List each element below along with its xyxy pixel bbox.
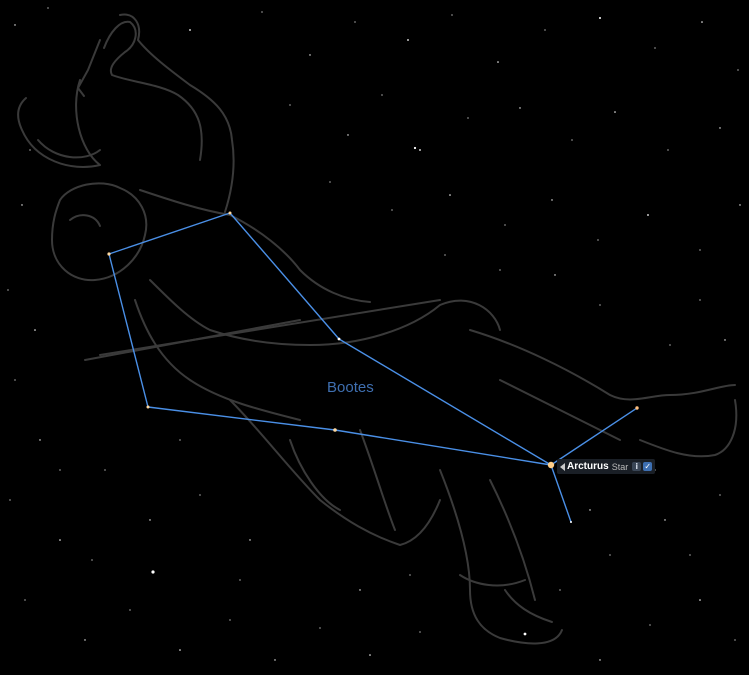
object-type: Star	[611, 461, 629, 472]
constellation-lines	[108, 212, 638, 523]
star	[228, 211, 232, 215]
star	[146, 405, 150, 409]
pointer-arrow-icon	[560, 462, 565, 471]
arcturus-star	[547, 461, 555, 469]
constellation-artwork	[17, 13, 738, 645]
background-stars	[7, 7, 741, 661]
object-name[interactable]: Arcturus	[567, 461, 609, 472]
star	[635, 406, 639, 410]
checkbox-checked-icon[interactable]: ✓	[643, 462, 653, 471]
star	[107, 252, 111, 256]
constellation-label[interactable]: Bootes	[327, 379, 374, 396]
star	[337, 337, 341, 341]
object-label-tag[interactable]: Arcturus Star i ✓	[557, 459, 656, 474]
star	[333, 428, 337, 432]
info-icon[interactable]: i	[632, 462, 642, 471]
constellation-stars[interactable]	[107, 211, 639, 524]
star	[570, 521, 572, 523]
